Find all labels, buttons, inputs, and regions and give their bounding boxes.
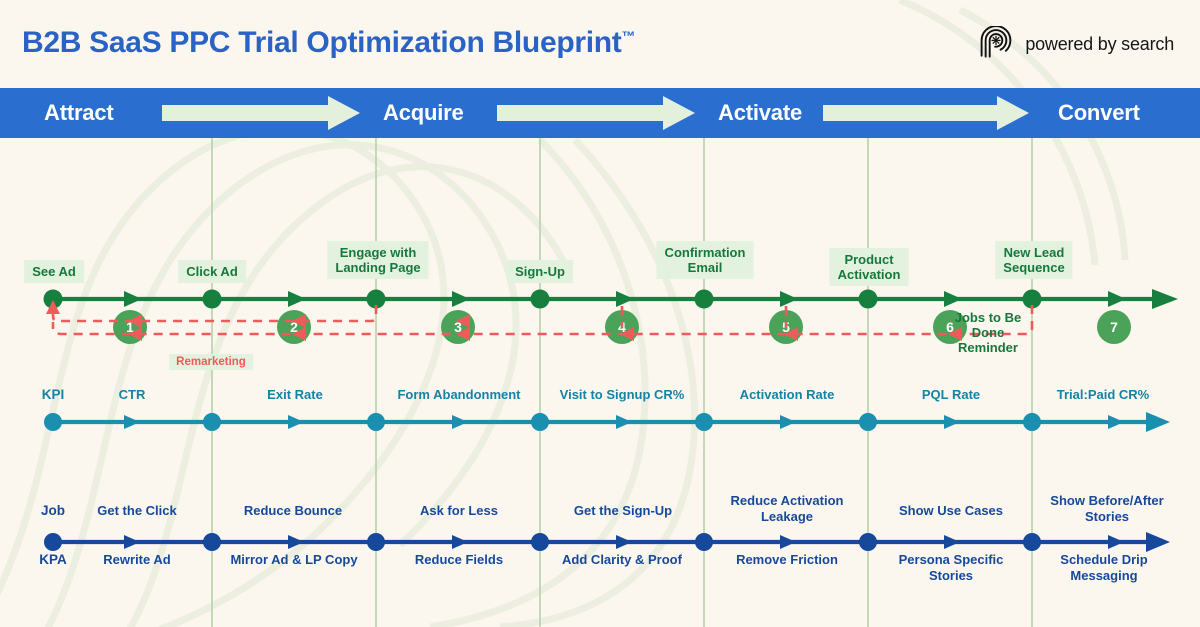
- step-circle-7[interactable]: 7: [1097, 310, 1131, 344]
- stage-band: Attract Acquire Activate Convert: [0, 88, 1200, 138]
- kpi-row-label: KPI: [41, 387, 65, 402]
- kpi-label-form-abandonment[interactable]: Form Abandonment: [397, 387, 521, 402]
- kpi-label-ctr[interactable]: CTR: [118, 387, 146, 402]
- step-circle-6-label: 6: [946, 319, 954, 335]
- journey-label-sign-up[interactable]: Sign-Up: [507, 260, 573, 283]
- stage-arrow-3-icon: [823, 96, 1029, 130]
- job-label-get-the-signup[interactable]: Get the Sign-Up: [573, 503, 673, 518]
- header: B2B SaaS PPC Trial Optimization Blueprin…: [0, 0, 1200, 88]
- kpa-label-rewrite-ad[interactable]: Rewrite Ad: [103, 552, 171, 567]
- kpa-label-remove-friction[interactable]: Remove Friction: [736, 552, 838, 567]
- gridline-5: [867, 138, 869, 627]
- journey-label-see-ad[interactable]: See Ad: [24, 260, 84, 283]
- journey-label-product-act[interactable]: Product Activation: [829, 248, 909, 286]
- stage-activate[interactable]: Activate: [718, 88, 802, 138]
- stage-convert-label: Convert: [1058, 100, 1140, 125]
- kpi-label-pql-rate[interactable]: PQL Rate: [921, 387, 981, 402]
- kpa-label-schedule-drip-messaging[interactable]: Schedule Drip Messaging: [1060, 552, 1148, 583]
- job-label-ask-for-less[interactable]: Ask for Less: [419, 503, 499, 518]
- journey-label-click-ad[interactable]: Click Ad: [178, 260, 246, 283]
- kpi-timeline: [44, 412, 1170, 432]
- kpi-label-visit-signup-cr[interactable]: Visit to Signup CR%: [559, 387, 685, 402]
- kpi-label-exit-rate[interactable]: Exit Rate: [267, 387, 323, 402]
- stage-acquire[interactable]: Acquire: [383, 88, 464, 138]
- job-label-reduce-activation-leakage[interactable]: Reduce Activation Leakage: [730, 493, 844, 524]
- remarketing-chip[interactable]: Remarketing: [169, 354, 253, 370]
- kpi-label-activation-rate[interactable]: Activation Rate: [739, 387, 835, 402]
- step-circle-7-label: 7: [1110, 319, 1118, 335]
- kpi-label-trial-paid-cr[interactable]: Trial:Paid CR%: [1056, 387, 1150, 402]
- kpa-label-mirror-ad-lp-copy[interactable]: Mirror Ad & LP Copy: [230, 552, 358, 567]
- stage-attract[interactable]: Attract: [44, 88, 114, 138]
- stage-arrow-2-icon: [497, 96, 695, 130]
- job-label-show-use-cases[interactable]: Show Use Cases: [898, 503, 1004, 518]
- brand-logo: powered by search: [978, 26, 1174, 62]
- jobs-to-be-done-reminder-label: Jobs to Be Done Reminder: [954, 310, 1022, 355]
- kpa-label-reduce-fields[interactable]: Reduce Fields: [414, 552, 504, 567]
- job-label-get-the-click[interactable]: Get the Click: [97, 503, 177, 518]
- plot-area: 1 2 3 4 5 6 7 See Ad Click Ad Engage wit…: [0, 138, 1200, 627]
- trademark-symbol: ™: [621, 28, 636, 44]
- page-title-text: B2B SaaS PPC Trial Optimization Blueprin…: [22, 26, 622, 59]
- journey-label-new-lead-seq[interactable]: New Lead Sequence: [995, 241, 1073, 279]
- brand-name: powered by search: [1025, 33, 1174, 54]
- job-label-show-before-after-stories[interactable]: Show Before/After Stories: [1050, 493, 1164, 524]
- journey-label-confirm-email[interactable]: Confirmation Email: [656, 241, 754, 279]
- stage-arrow-1-icon: [162, 96, 360, 130]
- gridline-4: [703, 138, 705, 627]
- kpa-label-persona-specific-stories[interactable]: Persona Specific Stories: [898, 552, 1004, 583]
- stage-acquire-label: Acquire: [383, 100, 464, 125]
- stage-activate-label: Activate: [718, 100, 802, 125]
- kpa-label-add-clarity-proof[interactable]: Add Clarity & Proof: [562, 552, 682, 567]
- stage-convert[interactable]: Convert: [1058, 88, 1140, 138]
- gridline-6: [1031, 138, 1033, 627]
- stage-attract-label: Attract: [44, 100, 114, 125]
- job-label-reduce-bounce[interactable]: Reduce Bounce: [243, 503, 343, 518]
- page-title: B2B SaaS PPC Trial Optimization Blueprin…: [22, 26, 635, 60]
- fingerprint-p-logo-icon: [980, 26, 1012, 58]
- journey-label-engage-lp[interactable]: Engage with Landing Page: [327, 241, 429, 279]
